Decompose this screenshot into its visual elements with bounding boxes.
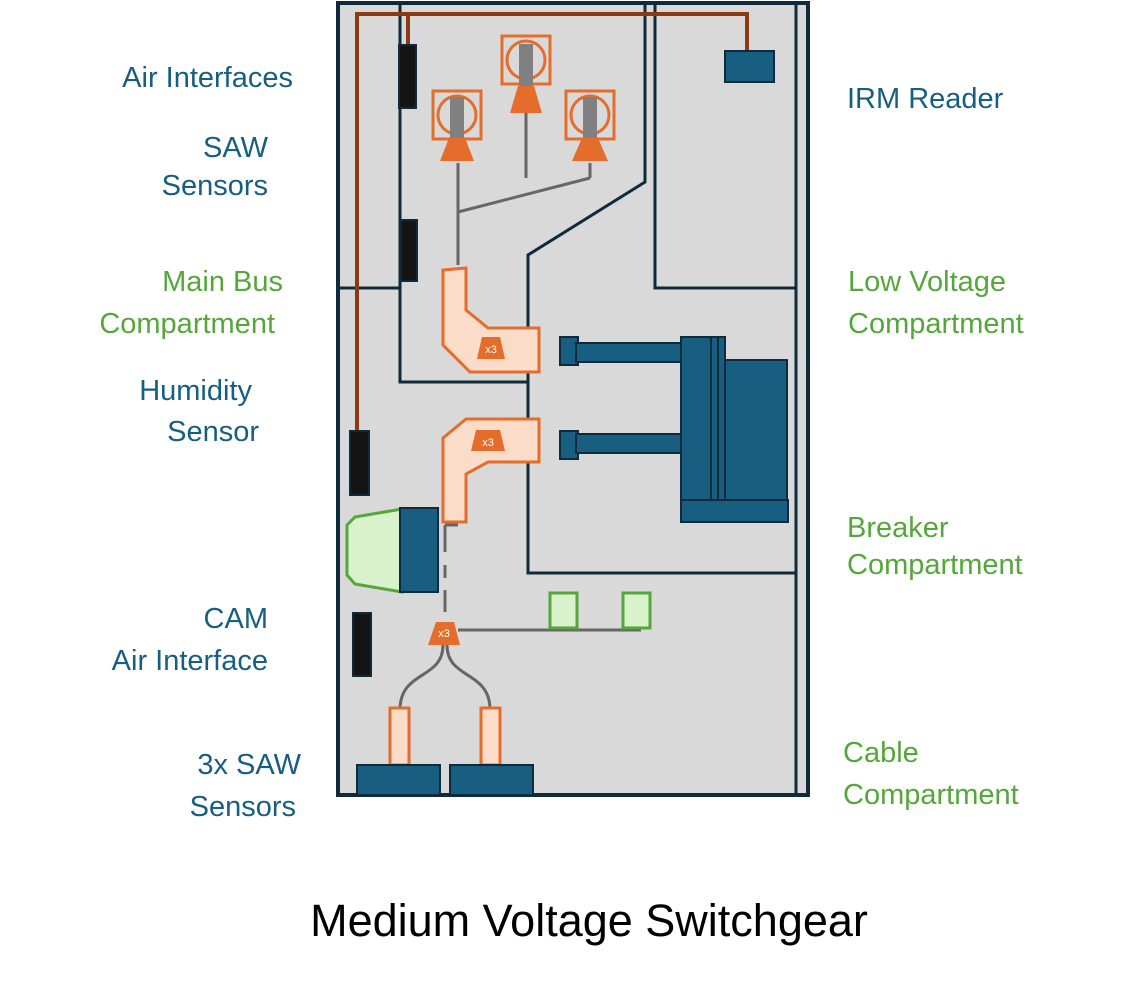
humidity-sensor-bar [349,430,370,496]
breaker-assembly [559,336,789,523]
label-breaker-line1: Breaker [847,512,949,544]
label-low-voltage-line2: Compartment [848,308,1024,340]
bus-compartment-slant [526,3,796,575]
cable-terminal-left [356,764,441,796]
saw-sensor-top-center [500,34,552,113]
air-interface-middle [400,219,418,282]
air-interface-top [398,44,417,109]
top-sensor-connectors [456,113,592,265]
label-cam-line2: Air Interface [112,645,268,677]
saw-sensor-top-right [564,89,616,161]
bus-bar-lower [441,417,541,524]
label-saw3-line1: 3x SAW [197,749,301,781]
multiplier-label-lower: x3 [482,437,494,449]
cable-connectors [398,523,641,711]
saw-sensor-top-left [431,89,483,161]
label-main-bus-line2: Compartment [99,308,275,340]
bus-bar-upper [441,266,541,374]
label-saw3-line2: Sensors [190,791,296,823]
label-humidity-line2: Sensor [167,416,259,448]
signal-wire [355,12,749,432]
label-main-bus-line1: Main Bus [162,266,283,298]
irm-reader-box [724,50,775,83]
cable-sensor-box-left [548,591,579,630]
label-cable-line1: Cable [843,737,919,769]
lower-splitter [428,622,460,645]
label-saw-sensors-line1: SAW [203,132,269,164]
diagram-title: Medium Voltage Switchgear [310,895,868,946]
label-humidity-line1: Humidity [139,375,252,407]
label-air-interfaces: Air Interfaces [122,62,293,94]
saw-sensor-bottom-right [479,706,502,767]
label-cable-line2: Compartment [843,779,1019,811]
low-voltage-wall [653,3,796,290]
cam-box [345,507,439,594]
cable-sensor-box-right [621,591,652,630]
label-low-voltage-line1: Low Voltage [848,266,1006,298]
label-breaker-line2: Compartment [847,549,1023,581]
label-irm-reader: IRM Reader [847,83,1004,115]
multiplier-label-upper: x3 [485,344,497,356]
label-saw-sensors-line2: Sensors [162,170,268,202]
label-cam-line1: CAM [204,603,268,635]
bus-compartment-wall [398,3,528,384]
cable-terminal-right [449,764,534,796]
multiplier-label-splitter: x3 [438,628,450,640]
saw-sensor-bottom-left [388,706,411,767]
cam-air-interface-bar [352,612,372,677]
